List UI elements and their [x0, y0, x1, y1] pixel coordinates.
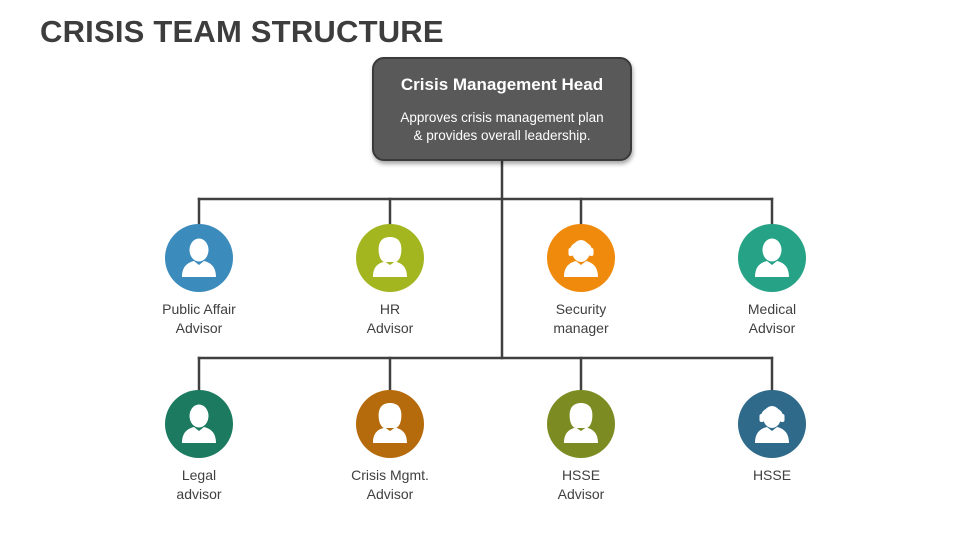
member-label: HSSE Advisor: [501, 466, 661, 504]
member-label-line-2: manager: [553, 320, 609, 336]
member-hsse-advisor: HSSE Advisor: [501, 390, 661, 504]
member-label-line-1: HSSE: [561, 467, 601, 483]
member-label: Crisis Mgmt. Advisor: [310, 466, 470, 504]
member-label-line-2: Advisor: [557, 486, 605, 502]
person-headset-icon: [738, 390, 806, 458]
head-title: Crisis Management Head: [400, 75, 604, 94]
member-label: Legal advisor: [119, 466, 279, 504]
member-public-affair-advisor: Public Affair Advisor: [119, 224, 279, 338]
person-icon: [165, 390, 233, 458]
slide-title: CRISIS TEAM STRUCTURE: [40, 14, 444, 49]
person-headset-icon: [547, 224, 615, 292]
member-label-line-1: Medical: [747, 301, 797, 317]
member-label-line-2: advisor: [176, 486, 222, 502]
member-label-line-1: Public Affair: [162, 301, 236, 317]
member-label-line-1: Legal: [181, 467, 217, 483]
member-label-line-1: Security: [555, 301, 607, 317]
person-headset-icon-glyph: [755, 406, 789, 443]
person-female-icon-glyph: [564, 403, 598, 443]
person-female-icon-glyph: [373, 237, 407, 277]
member-legal-advisor: Legal advisor: [119, 390, 279, 504]
member-label-line-1: HSSE: [752, 467, 792, 483]
member-hr-advisor: HR Advisor: [310, 224, 470, 338]
member-label: HR Advisor: [310, 300, 470, 338]
member-label: HSSE: [692, 466, 852, 485]
member-label-line-2: Advisor: [748, 320, 796, 336]
member-crisis-mgmt-advisor: Crisis Mgmt. Advisor: [310, 390, 470, 504]
head-description: Approves crisis management plan & provid…: [388, 109, 616, 145]
person-headset-icon-glyph: [564, 240, 598, 277]
person-female-icon: [356, 224, 424, 292]
member-security-manager: Security manager: [501, 224, 661, 338]
member-label-line-2: Advisor: [366, 486, 414, 502]
member-label: Medical Advisor: [692, 300, 852, 338]
person-icon: [738, 224, 806, 292]
member-label-line-1: HR: [379, 301, 401, 317]
head-description-line-2: & provides overall leadership.: [413, 128, 591, 143]
member-label: Security manager: [501, 300, 661, 338]
crisis-management-head-box: Crisis Management Head Approves crisis m…: [372, 57, 632, 161]
member-hsse: HSSE: [692, 390, 852, 485]
person-female-icon: [356, 390, 424, 458]
member-label-line-2: Advisor: [366, 320, 414, 336]
head-description-line-1: Approves crisis management plan: [400, 110, 604, 125]
member-label-line-2: Advisor: [175, 320, 223, 336]
person-icon-glyph: [182, 404, 216, 443]
member-label-line-1: Crisis Mgmt.: [351, 467, 429, 483]
person-female-icon: [547, 390, 615, 458]
person-icon: [165, 224, 233, 292]
member-label: Public Affair Advisor: [119, 300, 279, 338]
person-icon-glyph: [755, 238, 789, 277]
person-female-icon-glyph: [373, 403, 407, 443]
member-medical-advisor: Medical Advisor: [692, 224, 852, 338]
person-icon-glyph: [182, 238, 216, 277]
